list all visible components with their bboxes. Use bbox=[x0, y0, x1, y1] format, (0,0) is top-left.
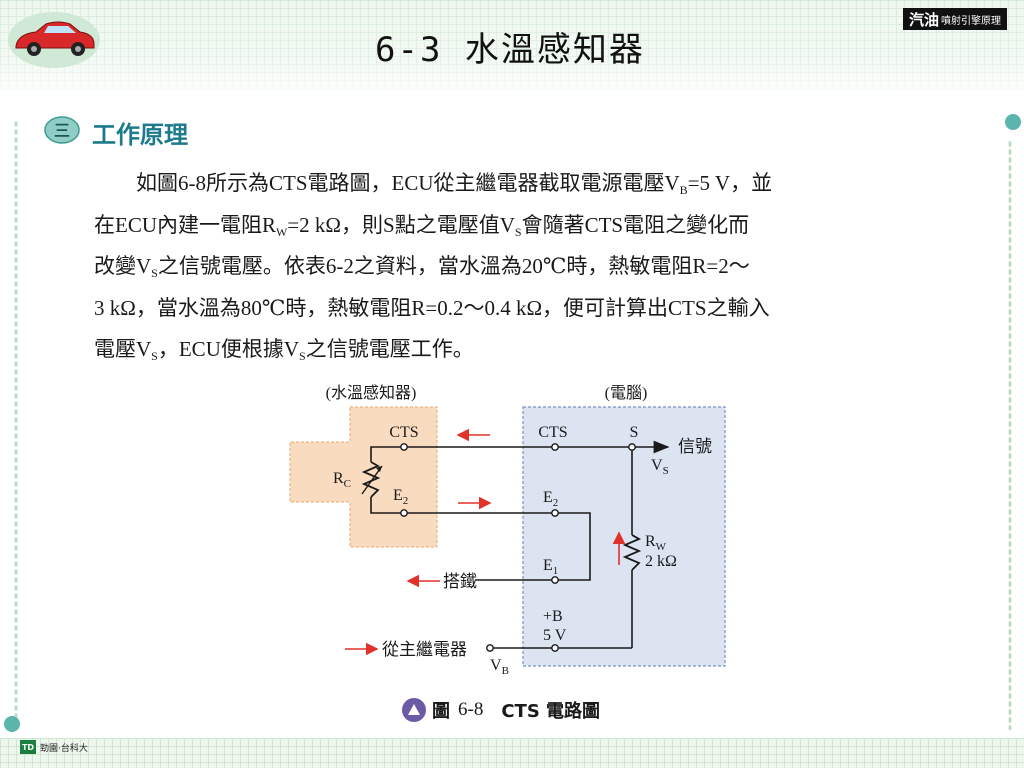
caption-text: CTS 電路圖 bbox=[501, 701, 601, 722]
para-text: 之信號電壓。依表6-2之資料，當水溫為20℃時，熱敏電阻R=2～ bbox=[157, 254, 750, 278]
para-line-4: 3 kΩ，當水溫為80℃時，熱敏電阻R=0.2～0.4 kΩ，便可計算出CTS之… bbox=[94, 295, 770, 320]
vs-label: VS bbox=[651, 457, 669, 477]
ecu-label: (電腦) bbox=[605, 384, 648, 402]
para-sub: S bbox=[151, 266, 158, 280]
para-text: =5 V，並 bbox=[687, 171, 773, 195]
publisher-logo: TD 勁園‧台科大 bbox=[20, 740, 88, 754]
e2-left-sub: 2 bbox=[403, 495, 409, 507]
body-paragraph: 如圖6-8所示為CTS電路圖，ECU從主繼電器截取電源電壓VB=5 V，並 在E… bbox=[94, 163, 942, 371]
para-text: 改變V bbox=[94, 254, 152, 278]
vb-sub: B bbox=[502, 665, 509, 677]
rw-value: 2 kΩ bbox=[645, 553, 677, 570]
rw-resistor bbox=[622, 534, 642, 571]
figure-caption: 圖 6-8 CTS 電路圖 bbox=[402, 697, 600, 723]
rc-main: R bbox=[333, 470, 344, 487]
terminal-dots bbox=[400, 443, 636, 652]
para-text: =2 kΩ，則S點之電壓值V bbox=[287, 212, 515, 237]
ground-label: 搭鐵 bbox=[443, 572, 477, 591]
left-dot-border bbox=[14, 120, 18, 720]
badge-main: 汽油 bbox=[909, 10, 940, 29]
relay-label: 從主繼電器 bbox=[382, 640, 467, 659]
vs-main: V bbox=[651, 457, 663, 474]
circuit-wires bbox=[370, 440, 670, 649]
signal-label: 信號 bbox=[678, 437, 712, 456]
cts-left-label: CTS bbox=[389, 424, 418, 441]
para-text: 如圖6-8所示為CTS電路圖，ECU從主繼電器截取電源電壓V bbox=[136, 171, 680, 195]
plusb-volt: 5 V bbox=[543, 627, 567, 644]
caption-label: 圖 bbox=[432, 701, 450, 722]
s-point-label: S bbox=[630, 424, 639, 441]
e2-right-sub: 2 bbox=[553, 497, 559, 509]
e1-sub: 1 bbox=[553, 565, 559, 577]
decor-dot-top-right bbox=[1005, 114, 1021, 130]
rc-variable-arrow bbox=[376, 466, 382, 472]
caption-number: 6-8 bbox=[458, 699, 484, 720]
three-icon: 三 bbox=[44, 116, 80, 144]
para-sub: S bbox=[299, 349, 306, 363]
para-sub: S bbox=[151, 349, 158, 363]
right-dot-border bbox=[1008, 140, 1012, 730]
para-sub: S bbox=[514, 224, 522, 239]
badge-sub: 噴射引擎原理 bbox=[941, 15, 1002, 27]
para-text: ，ECU便根據V bbox=[157, 337, 300, 361]
section-title: 工作原理 bbox=[92, 120, 188, 149]
rc-sub: C bbox=[344, 478, 351, 490]
para-line-3: 改變VS之信號電壓。依表6-2之資料，當水溫為20℃時，熱敏電阻R=2～ bbox=[94, 246, 942, 288]
three-icon-glyph: 三 bbox=[54, 121, 70, 140]
figure-triangle-icon bbox=[402, 698, 426, 722]
e2-right-label: E2 bbox=[543, 489, 558, 509]
rw-main: R bbox=[645, 533, 656, 550]
publisher-mark-icon: TD bbox=[20, 740, 36, 754]
para-sub: B bbox=[679, 183, 688, 197]
e2-right-main: E bbox=[543, 489, 553, 506]
vb-label: VB bbox=[490, 657, 509, 677]
rw-sub: W bbox=[656, 541, 667, 553]
para-text: 會隨著CTS電阻之變化而 bbox=[521, 212, 750, 237]
plusb-label: +B bbox=[543, 608, 563, 625]
e2-left-label: E2 bbox=[393, 487, 408, 507]
para-line-2: 在ECU內建一電阻RW=2 kΩ，則S點之電壓值VS會隨著CTS電阻之變化而 bbox=[94, 205, 942, 247]
footer-grid-background bbox=[0, 738, 1024, 768]
para-text: 電壓V bbox=[94, 337, 152, 361]
vs-sub: S bbox=[663, 465, 669, 477]
para-text: 在ECU內建一電阻R bbox=[94, 212, 277, 237]
e1-label: E1 bbox=[543, 557, 558, 577]
rw-label: RW bbox=[645, 533, 667, 553]
para-sub: W bbox=[276, 224, 288, 239]
rc-thermistor bbox=[361, 461, 381, 498]
e2-left-main: E bbox=[393, 487, 403, 504]
para-line-5: 電壓VS，ECU便根據VS之信號電壓工作。 bbox=[94, 329, 942, 371]
para-line-1: 如圖6-8所示為CTS電路圖，ECU從主繼電器截取電源電壓VB=5 V，並 bbox=[94, 163, 942, 205]
vb-main: V bbox=[490, 657, 502, 674]
para-text: 之信號電壓工作。 bbox=[305, 337, 474, 361]
publisher-name: 勁園‧台科大 bbox=[40, 743, 88, 754]
chapter-badge: 汽油 噴射引擎原理 bbox=[903, 8, 1008, 30]
sensor-label: (水溫感知器) bbox=[326, 384, 417, 402]
red-car-icon bbox=[8, 12, 100, 68]
decor-dot-bottom-left bbox=[4, 716, 20, 732]
rc-label: RC bbox=[333, 470, 351, 490]
e1-main: E bbox=[543, 557, 553, 574]
slide-title: 6-3 水溫感知器 bbox=[375, 30, 645, 70]
header-grid-background bbox=[0, 0, 1024, 100]
cts-right-label: CTS bbox=[538, 424, 567, 441]
current-arrows bbox=[345, 428, 626, 656]
